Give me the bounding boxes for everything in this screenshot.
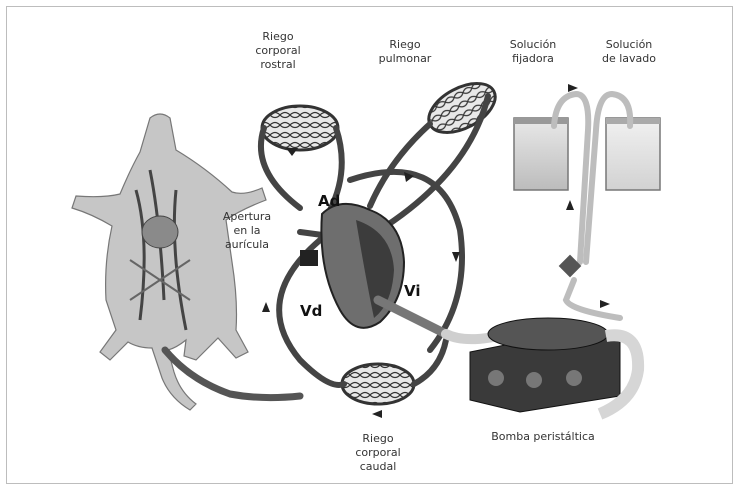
label-wash-solution: Solución de lavado	[594, 38, 664, 66]
atrial-opening-marker	[300, 250, 318, 266]
capillary-bed-pulmonary	[421, 73, 503, 142]
label-right-atrium: Ad	[318, 192, 340, 210]
label-rostral-perfusion: Riego corporal rostral	[248, 30, 308, 72]
capillary-bed-caudal	[342, 364, 414, 404]
label-fixative-solution: Solución fijadora	[502, 38, 564, 66]
capillary-bed-rostral	[262, 106, 338, 150]
label-pulmonary-perfusion: Riego pulmonar	[372, 38, 438, 66]
label-atrial-opening: Apertura en la aurícula	[216, 210, 278, 252]
beaker-fixative	[514, 118, 568, 190]
label-peristaltic-pump: Bomba peristáltica	[478, 430, 608, 444]
label-caudal-perfusion: Riego corporal caudal	[348, 432, 408, 474]
label-left-ventricle: Vi	[404, 282, 421, 300]
label-right-ventricle: Vd	[300, 302, 322, 320]
peristaltic-pump	[470, 318, 638, 414]
beaker-wash	[606, 118, 660, 190]
rat-body	[72, 114, 300, 410]
